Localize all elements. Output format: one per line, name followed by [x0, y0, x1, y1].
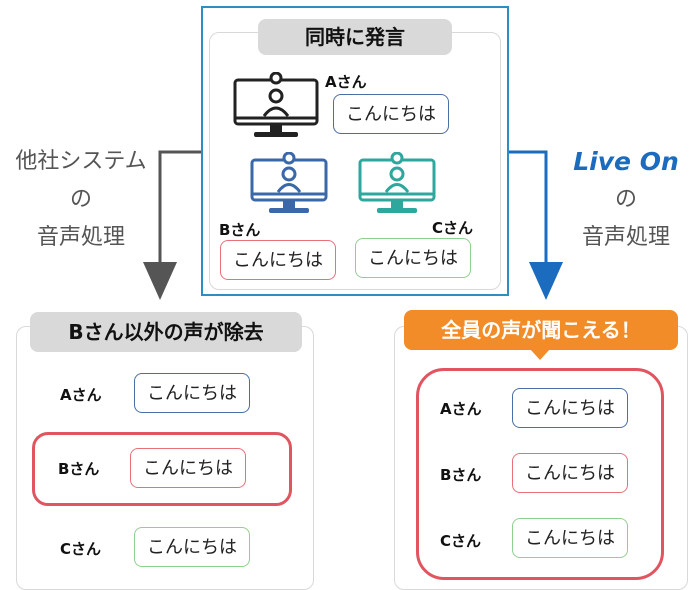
right-row-c-bubble: こんにちは — [512, 518, 628, 558]
left-row-c-bubble: こんにちは — [134, 527, 250, 567]
speaker-b-label: Bさん — [219, 221, 261, 239]
right-panel-title: 全員の声が聞こえる！ — [404, 310, 678, 350]
left-panel-title: Bさん以外の声が除去 — [30, 312, 302, 352]
left-row-a-label: Aさん — [60, 386, 102, 404]
right-caption-line2: の — [614, 187, 637, 212]
right-row-c-label: Cさん — [440, 532, 482, 550]
left-system-caption: 他社システム の 音声処理 — [8, 143, 154, 257]
speaker-c-label: Cさん — [432, 219, 474, 237]
left-row-c-label: Cさん — [60, 540, 102, 558]
monitor-c-icon — [358, 152, 436, 213]
right-row-b-label: Bさん — [440, 466, 482, 484]
left-caption-line1: 他社システム — [15, 149, 147, 174]
left-flow-arrow-head — [143, 262, 177, 300]
speaker-c-bubble: こんにちは — [355, 238, 471, 278]
left-flow-arrow-line — [158, 150, 201, 262]
speaker-b-bubble: こんにちは — [220, 240, 336, 280]
right-all-highlight — [416, 368, 664, 580]
right-system-caption: Live On の 音声処理 — [562, 143, 690, 257]
left-caption-line3: 音声処理 — [36, 225, 125, 250]
left-row-b-bubble: こんにちは — [130, 448, 246, 488]
left-caption-line2: の — [69, 187, 92, 212]
right-title-pointer — [530, 349, 550, 360]
right-row-a-bubble: こんにちは — [512, 388, 628, 428]
left-row-b-label: Bさん — [58, 460, 100, 478]
right-row-b-bubble: こんにちは — [512, 453, 628, 493]
right-caption-line3: 音声処理 — [581, 225, 670, 250]
right-flow-arrow-line — [509, 150, 548, 262]
left-b-highlight — [32, 432, 292, 506]
liveon-logo: Live On — [573, 147, 679, 176]
speaker-a-label: Aさん — [325, 73, 367, 91]
speaker-a-bubble: こんにちは — [333, 94, 449, 134]
right-row-a-label: Aさん — [440, 400, 482, 418]
right-flow-arrow-head — [529, 262, 563, 300]
top-title: 同時に発言 — [258, 19, 452, 55]
monitor-a-icon — [233, 72, 319, 137]
monitor-b-icon — [250, 152, 328, 213]
left-row-a-bubble: こんにちは — [134, 373, 250, 413]
